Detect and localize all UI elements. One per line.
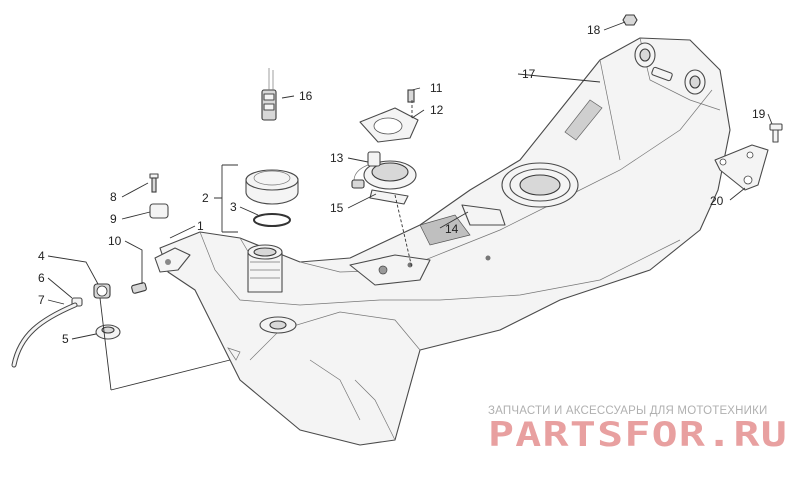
callout-20: 20: [710, 194, 724, 208]
hose-7: [11, 302, 78, 368]
screw-11: [407, 89, 415, 103]
callout-9: 9: [110, 212, 117, 226]
callout-6: 6: [38, 271, 45, 285]
callout-5: 5: [62, 332, 69, 346]
sensor-16: [261, 68, 277, 121]
callout-14: 14: [445, 222, 459, 236]
bolt-19: [769, 123, 783, 143]
callout-7: 7: [38, 293, 45, 307]
clip-10: [131, 282, 147, 294]
callout-12: 12: [430, 103, 444, 117]
callout-16: 16: [299, 89, 313, 103]
gasket-12: [359, 107, 419, 143]
filler-cap-2: [245, 169, 299, 205]
callout-17: 17: [522, 67, 536, 81]
callout-19: 19: [752, 107, 766, 121]
callout-labels: 1 2 3 4 5 6 7 8 9 10 11 12 13 14 15 16 1…: [38, 23, 766, 346]
screw-8: [149, 173, 159, 193]
callout-3: 3: [230, 200, 237, 214]
callout-18: 18: [587, 23, 601, 37]
callout-13: 13: [330, 151, 344, 165]
bracket-20: [714, 144, 769, 191]
watermark-caption: ЗАПЧАСТИ И АКСЕССУАРЫ ДЛЯ МОТОТЕХНИКИ: [488, 405, 768, 417]
callout-11: 11: [430, 81, 443, 95]
watermark-logo: PARTSFOR.RU: [488, 415, 788, 455]
fuel-pump-13: [351, 151, 417, 205]
bushing-9: [149, 203, 169, 219]
o-ring-3: [253, 213, 291, 227]
bolt-18: [622, 14, 638, 26]
watermark: ЗАПЧАСТИ И АКСЕССУАРЫ ДЛЯ МОТОТЕХНИКИ PA…: [488, 405, 788, 455]
callout-10: 10: [108, 234, 122, 248]
callout-15: 15: [330, 201, 344, 215]
callout-1: 1: [197, 219, 204, 233]
cover-14: [461, 204, 506, 226]
valve-4: [93, 283, 111, 299]
callout-8: 8: [110, 190, 117, 204]
leader-lines: [47, 21, 773, 391]
fuel-tank: [154, 37, 731, 446]
callout-4: 4: [38, 249, 45, 263]
grommet-5: [95, 324, 121, 340]
callout-2: 2: [202, 191, 209, 205]
